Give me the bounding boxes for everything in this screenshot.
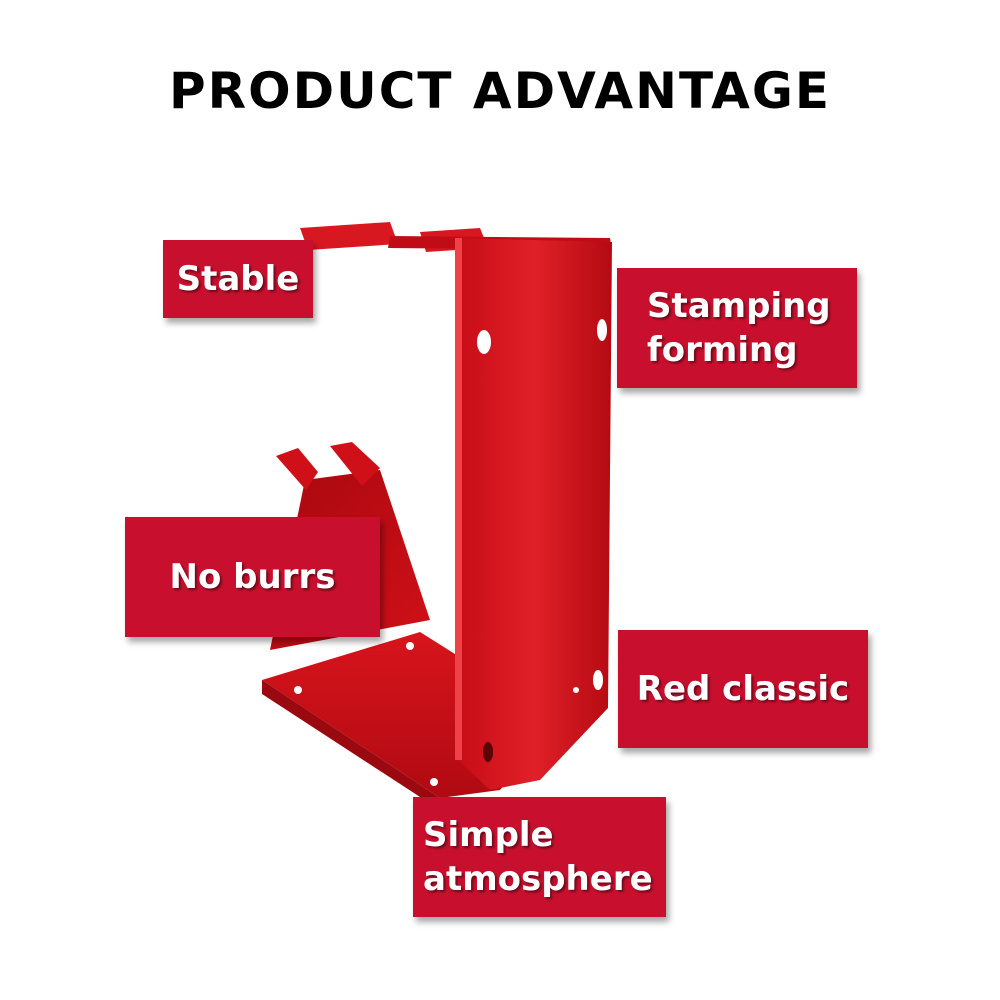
label-no-burrs-text: No burrs bbox=[169, 557, 336, 597]
base-hole-2 bbox=[406, 642, 414, 650]
label-stable-text: Stable bbox=[176, 259, 300, 299]
label-stamping-forming: Stamping forming bbox=[617, 268, 857, 388]
keyhole-top-left bbox=[477, 330, 491, 354]
back-hook-left bbox=[276, 448, 318, 490]
main-panel bbox=[455, 238, 612, 790]
base-hole-1 bbox=[294, 686, 302, 694]
label-red-classic-text: Red classic bbox=[636, 669, 850, 709]
label-stable: Stable bbox=[163, 240, 313, 318]
page-title: PRODUCT ADVANTAGE bbox=[168, 62, 832, 120]
keyhole-bottom-right bbox=[593, 670, 603, 690]
back-hook-right bbox=[330, 442, 380, 486]
label-simple-atmosphere: Simple atmosphere bbox=[413, 797, 666, 917]
main-panel-edge bbox=[455, 238, 462, 760]
base-plate-side bbox=[262, 680, 440, 810]
label-no-burrs: No burrs bbox=[125, 517, 380, 637]
keyhole-bottom bbox=[483, 742, 493, 762]
keyhole-top-right bbox=[597, 319, 607, 341]
base-hole-3 bbox=[430, 778, 438, 786]
base-hole-4 bbox=[573, 687, 579, 693]
label-red-classic: Red classic bbox=[618, 630, 868, 748]
label-simple-atmosphere-text: Simple atmosphere bbox=[423, 815, 653, 899]
label-stamping-forming-text: Stamping forming bbox=[647, 286, 831, 370]
top-flange-left bbox=[300, 222, 398, 250]
